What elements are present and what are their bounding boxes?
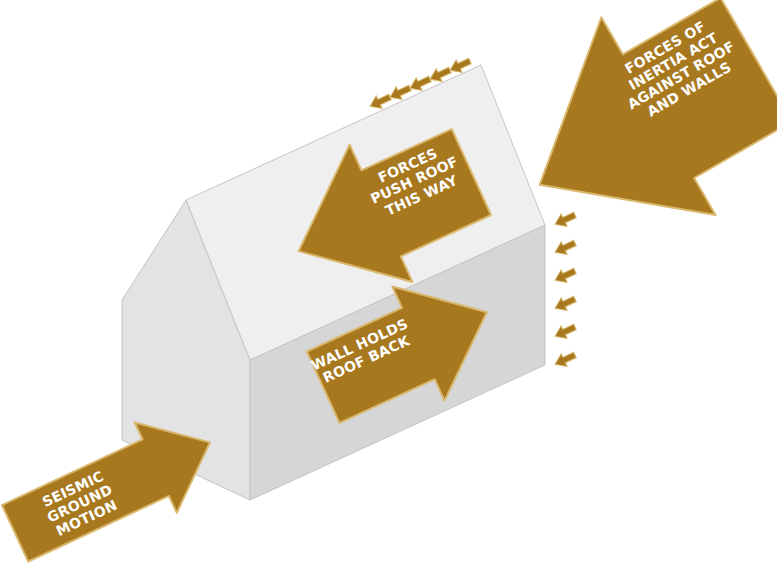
small-arrow	[427, 64, 453, 86]
wall-resist-arrow: WALL HOLDS ROOF BACK	[297, 256, 513, 445]
small-arrow	[552, 209, 578, 231]
small-arrow	[552, 237, 578, 259]
small-arrow	[552, 293, 578, 315]
small-arrow	[367, 91, 393, 113]
house	[122, 65, 545, 500]
roof-force-arrow: FORCES PUSH ROOF THIS WAY	[267, 104, 503, 321]
roof-slope	[186, 65, 545, 360]
small-arrow	[552, 265, 578, 287]
arrow-outline	[483, 0, 777, 283]
arrow-outline	[297, 256, 513, 445]
arrow-outline	[267, 104, 503, 321]
small-arrow	[447, 55, 473, 77]
small-arrow	[552, 349, 578, 371]
arrow-outline	[0, 397, 230, 570]
inertia-arrow: FORCES OF INERTIA ACT AGAINST ROOF AND W…	[483, 0, 777, 283]
small-arrow	[407, 73, 433, 95]
small-arrow	[387, 82, 413, 104]
small-arrow	[552, 321, 578, 343]
ground-motion-arrow: SEISMIC GROUND MOTION	[0, 397, 230, 570]
arrow-shape	[0, 397, 230, 570]
